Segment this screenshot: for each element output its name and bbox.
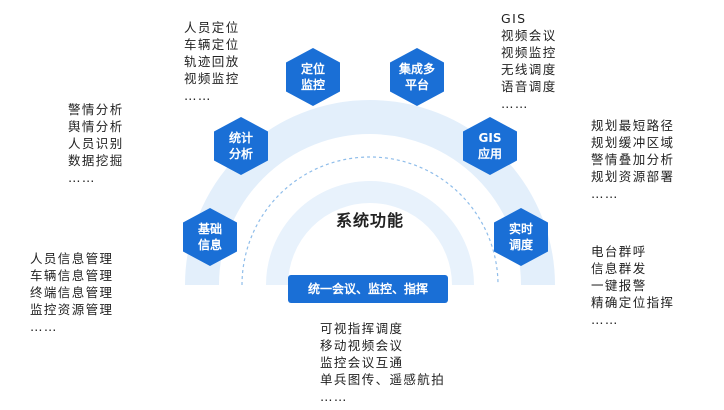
list-item: …… [68, 170, 96, 185]
list-item: 移动视频会议 [320, 338, 404, 353]
list-item: …… [184, 88, 212, 103]
gis-app-node-line1: GIS [478, 131, 502, 145]
stat-analysis-list: 警情分析 舆情分析 人员识别 数据挖掘 …… [68, 101, 124, 186]
basic-info-node-line1: 基础 [197, 222, 222, 236]
list-item: 电台群呼 [591, 244, 647, 259]
integration-platform-node-line2: 平台 [404, 78, 429, 92]
gis-app-list: 规划最短路径 规划缓冲区域 警情叠加分析 规划资源部署 …… [591, 117, 674, 202]
list-item: 数据挖掘 [68, 153, 124, 168]
list-item: 监控会议互通 [320, 355, 404, 370]
dashed-connector-arc [241, 156, 499, 286]
list-item: 视频监控 [184, 71, 240, 86]
gis-app-node-line2: 应用 [477, 147, 502, 161]
bottom-list: 可视指挥调度 移动视频会议 监控会议互通 单兵图传、遥感航拍 …… [320, 320, 445, 405]
list-item: 人员定位 [184, 20, 240, 35]
list-item: 人员信息管理 [30, 251, 114, 266]
list-item: 车辆信息管理 [30, 268, 114, 283]
stat-analysis-node-line2: 分析 [228, 147, 253, 161]
unified-command-bar[interactable]: 统一会议、监控、指挥 [288, 275, 448, 303]
realtime-dispatch-list: 电台群呼 信息群发 一键报警 精确定位指挥 …… [591, 243, 674, 328]
list-item: 视频监控 [501, 45, 557, 60]
list-item: 一键报警 [591, 278, 647, 293]
list-item: 警情叠加分析 [591, 152, 675, 167]
list-item: 单兵图传、遥感航拍 [320, 372, 446, 387]
realtime-dispatch-node-line1: 实时 [508, 222, 533, 236]
list-item: 无线调度 [501, 62, 557, 77]
list-item: 轨迹回放 [184, 54, 240, 69]
list-item: 信息群发 [591, 261, 647, 276]
center-title: 系统功能 [335, 211, 404, 230]
list-item: 舆情分析 [68, 119, 124, 134]
list-item: …… [320, 389, 348, 404]
list-item: 语音调度 [501, 79, 557, 94]
position-monitor-node-line2: 监控 [300, 78, 325, 92]
basic-info-node-line2: 信息 [197, 238, 222, 252]
position-monitor-list: 人员定位 车辆定位 轨迹回放 视频监控 …… [184, 19, 240, 104]
list-item: 视频会议 [501, 28, 557, 43]
integration-platform-node-line1: 集成多 [398, 62, 435, 76]
list-item: …… [501, 96, 529, 111]
list-item: 规划资源部署 [591, 169, 675, 184]
list-item: 精确定位指挥 [591, 295, 675, 310]
list-item: GIS [501, 11, 527, 26]
list-item: …… [30, 319, 58, 334]
outer-ring-arc [185, 100, 555, 286]
realtime-dispatch-node-line2: 调度 [508, 238, 533, 252]
list-item: …… [591, 186, 619, 201]
list-item: 人员识别 [68, 136, 124, 151]
list-item: 可视指挥调度 [320, 321, 404, 336]
position-monitor-node-line1: 定位 [300, 62, 325, 76]
integration-platform-list: GIS 视频会议 视频监控 无线调度 语音调度 …… [501, 10, 557, 112]
list-item: …… [591, 312, 619, 327]
list-item: 监控资源管理 [30, 302, 114, 317]
basic-info-list: 人员信息管理 车辆信息管理 终端信息管理 监控资源管理 …… [30, 250, 113, 335]
list-item: 警情分析 [68, 102, 124, 117]
stat-analysis-node-line1: 统计 [228, 131, 253, 145]
list-item: 规划缓冲区域 [591, 135, 675, 150]
list-item: 终端信息管理 [30, 285, 114, 300]
inner-ring-arc [266, 181, 474, 286]
list-item: 车辆定位 [184, 37, 240, 52]
list-item: 规划最短路径 [591, 118, 675, 133]
